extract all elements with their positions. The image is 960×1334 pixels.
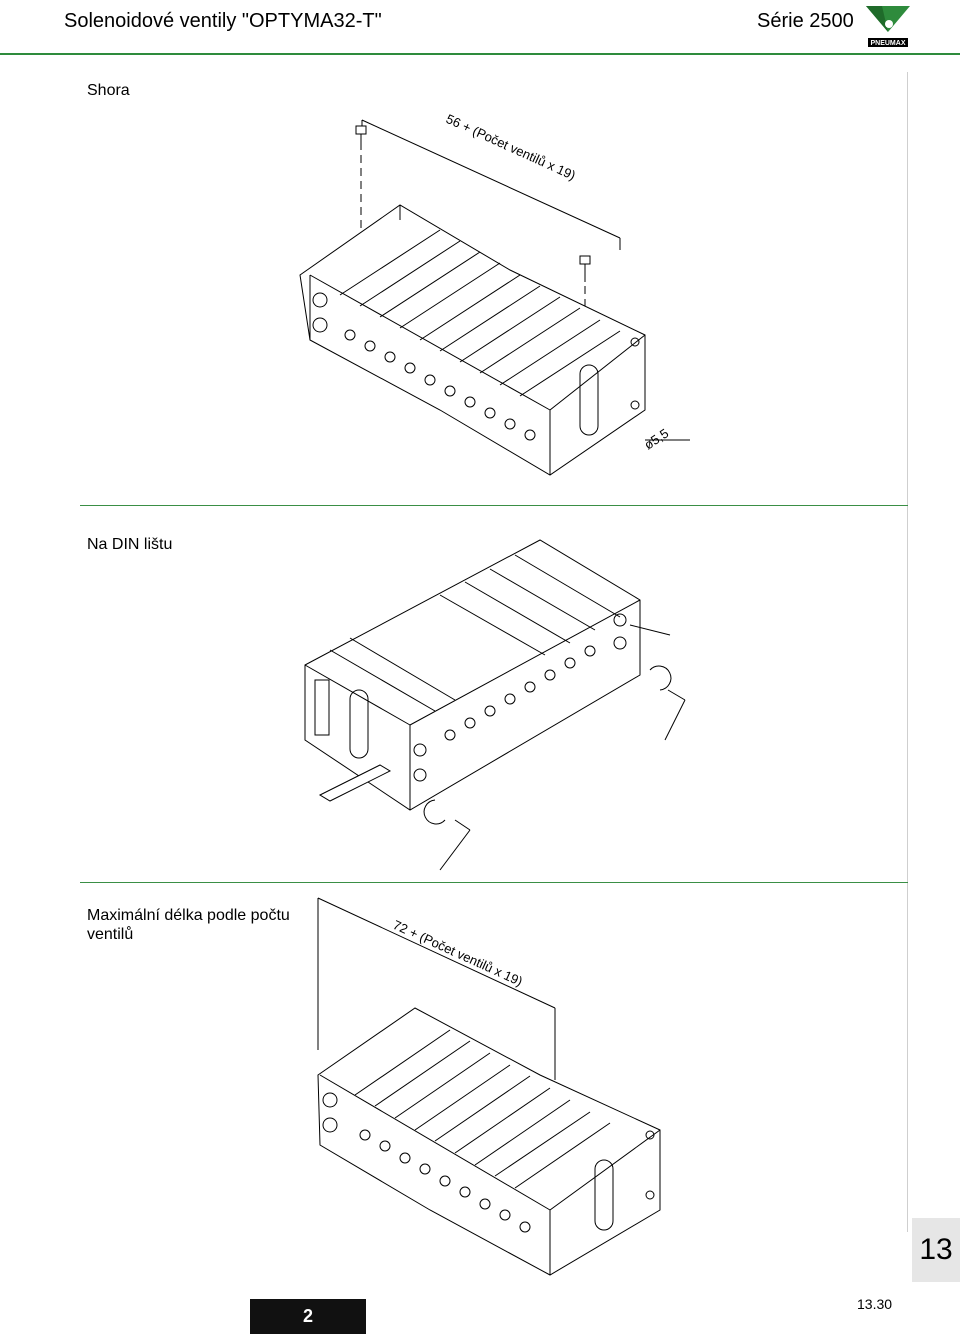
section-divider-2 xyxy=(80,882,908,883)
top-view-drawing: 56 + (Počet ventilů x 19) ø5,5 xyxy=(299,111,690,476)
page-number: 2 xyxy=(250,1299,366,1334)
dimension-top: 56 + (Počet ventilů x 19) xyxy=(444,111,578,183)
hole-diameter: ø5,5 xyxy=(641,426,671,453)
series-label: Série 2500 xyxy=(757,10,854,32)
pneumax-logo: PNEUMAX xyxy=(862,2,914,50)
chapter-tab: 13 xyxy=(912,1218,960,1282)
din-rail-drawing xyxy=(304,539,686,871)
page-reference: 13.30 xyxy=(857,1296,893,1312)
max-length-drawing: 72 + (Počet ventilů x 19) xyxy=(317,897,661,1276)
logo-text: PNEUMAX xyxy=(870,40,905,47)
section-label-max: Maximální délka podle počtu ventilů xyxy=(87,907,290,943)
dimension-max: 72 + (Počet ventilů x 19) xyxy=(391,917,525,989)
margin-rule xyxy=(907,72,908,1232)
section-label-din: Na DIN lištu xyxy=(87,536,173,553)
document-title: Solenoidové ventily "OPTYMA32-T" xyxy=(64,10,382,32)
section-label-top: Shora xyxy=(87,82,130,99)
header-rule xyxy=(0,53,960,55)
section-divider-1 xyxy=(80,505,908,506)
